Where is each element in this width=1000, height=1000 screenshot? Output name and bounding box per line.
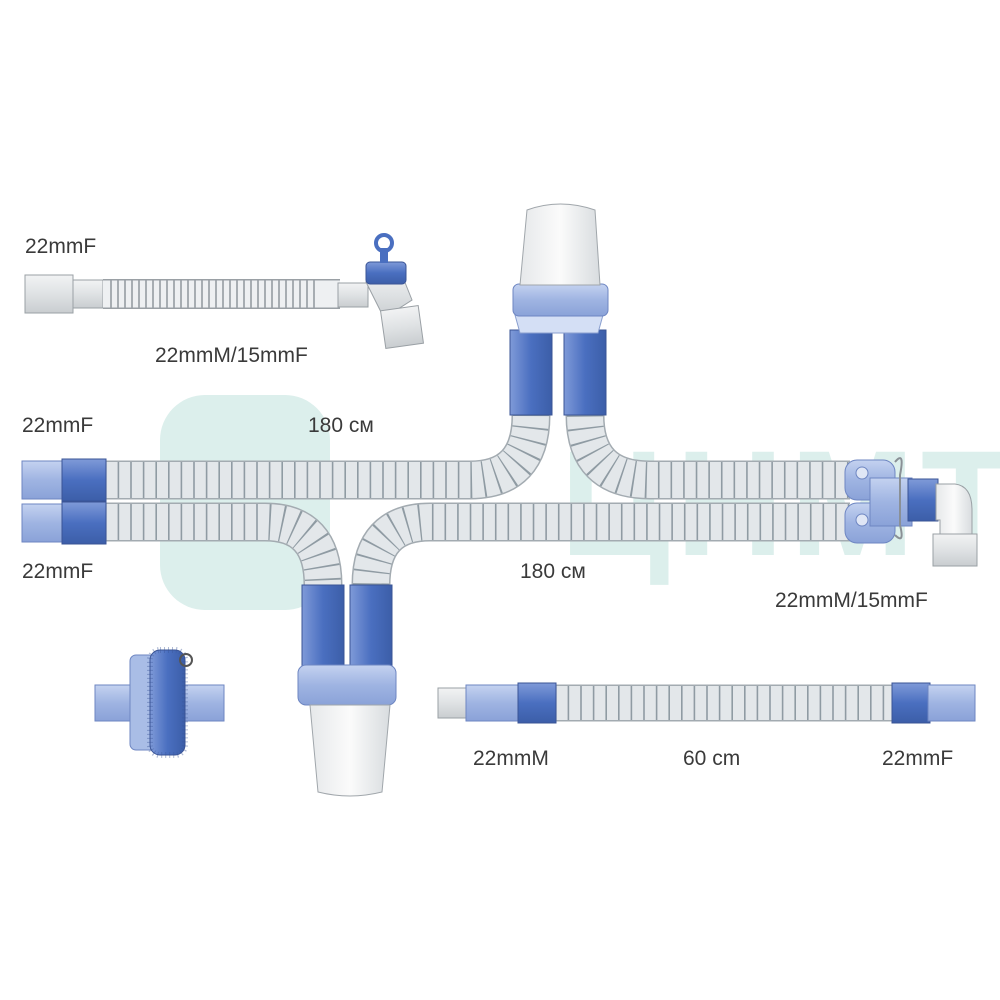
limb1-left-segment (105, 414, 551, 500)
label-wye-right: 22mmM/15mmF (775, 589, 928, 612)
hme-filter (94, 647, 225, 758)
tube-body (353, 504, 850, 586)
limb2-right-segment (351, 502, 850, 586)
label-limb2-length: 180 см (520, 560, 586, 583)
top-cup (519, 203, 601, 286)
male-connector (379, 304, 425, 350)
label-extension-left: 22mmM (473, 747, 549, 770)
spiral-rings (567, 414, 850, 498)
label-limb2-left: 22mmF (22, 560, 94, 583)
corrugated-tubes (105, 414, 893, 722)
label-catheter-mount-left: 22mmF (25, 235, 97, 258)
label-limb1-left: 22mmF (22, 414, 94, 437)
tube-body (105, 414, 549, 498)
extension-tube (437, 682, 976, 724)
limb-left-cuffs (21, 458, 107, 545)
port-cap (365, 261, 407, 285)
catheter-mount (24, 233, 425, 350)
limb1-right-segment (565, 414, 850, 500)
female-connector (24, 274, 74, 314)
bottom-cup (309, 704, 391, 797)
right-wye-connector (844, 457, 978, 567)
label-limb1-length: 180 см (308, 414, 374, 437)
label-extension-length: 60 cm (683, 747, 741, 770)
bottom-y-connector (297, 584, 397, 797)
label-extension-right: 22mmF (882, 747, 954, 770)
top-y-connector (509, 203, 609, 416)
tube-body (105, 504, 341, 586)
label-catheter-mount-right: 22mmM/15mmF (155, 344, 308, 367)
limb2-left-segment (105, 502, 343, 586)
